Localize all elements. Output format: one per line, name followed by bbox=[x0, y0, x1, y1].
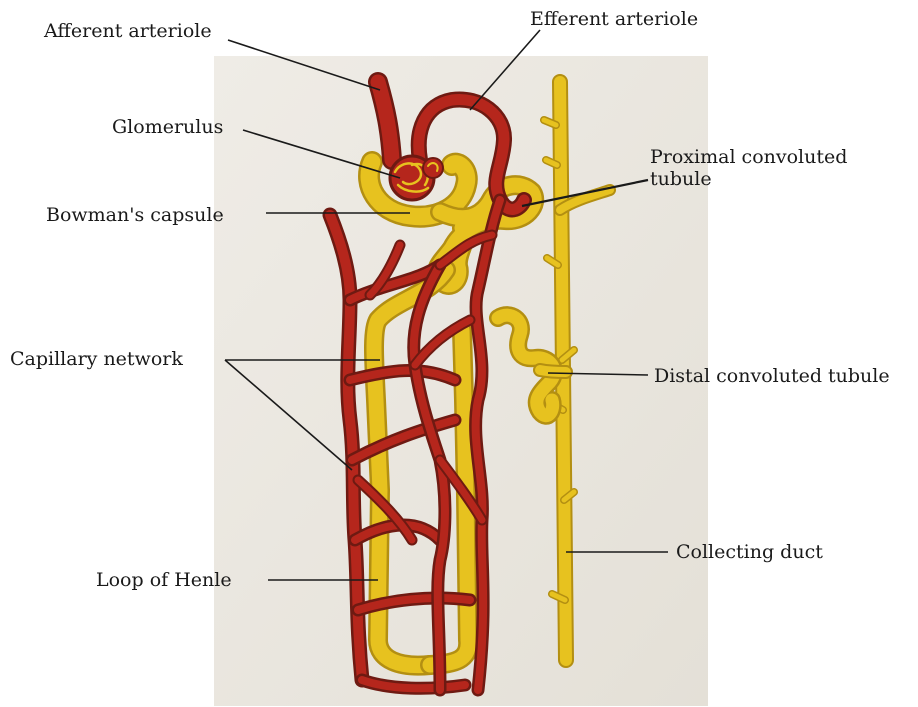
label-loop-of-henle: Loop of Henle bbox=[96, 569, 232, 591]
label-capillary-network: Capillary network bbox=[10, 348, 183, 370]
label-bowmans-capsule: Bowman's capsule bbox=[46, 204, 224, 226]
label-distal-convoluted-tubule: Distal convoluted tubule bbox=[654, 365, 890, 387]
label-proximal-line-2: tubule bbox=[650, 168, 847, 190]
label-proximal-convoluted-tubule: Proximal convoluted tubule bbox=[650, 146, 847, 190]
label-proximal-line-1: Proximal convoluted bbox=[650, 146, 847, 168]
label-glomerulus: Glomerulus bbox=[112, 116, 223, 138]
label-collecting-duct: Collecting duct bbox=[676, 541, 823, 563]
label-efferent-arteriole: Efferent arteriole bbox=[530, 8, 698, 30]
label-afferent-arteriole: Afferent arteriole bbox=[44, 20, 212, 42]
